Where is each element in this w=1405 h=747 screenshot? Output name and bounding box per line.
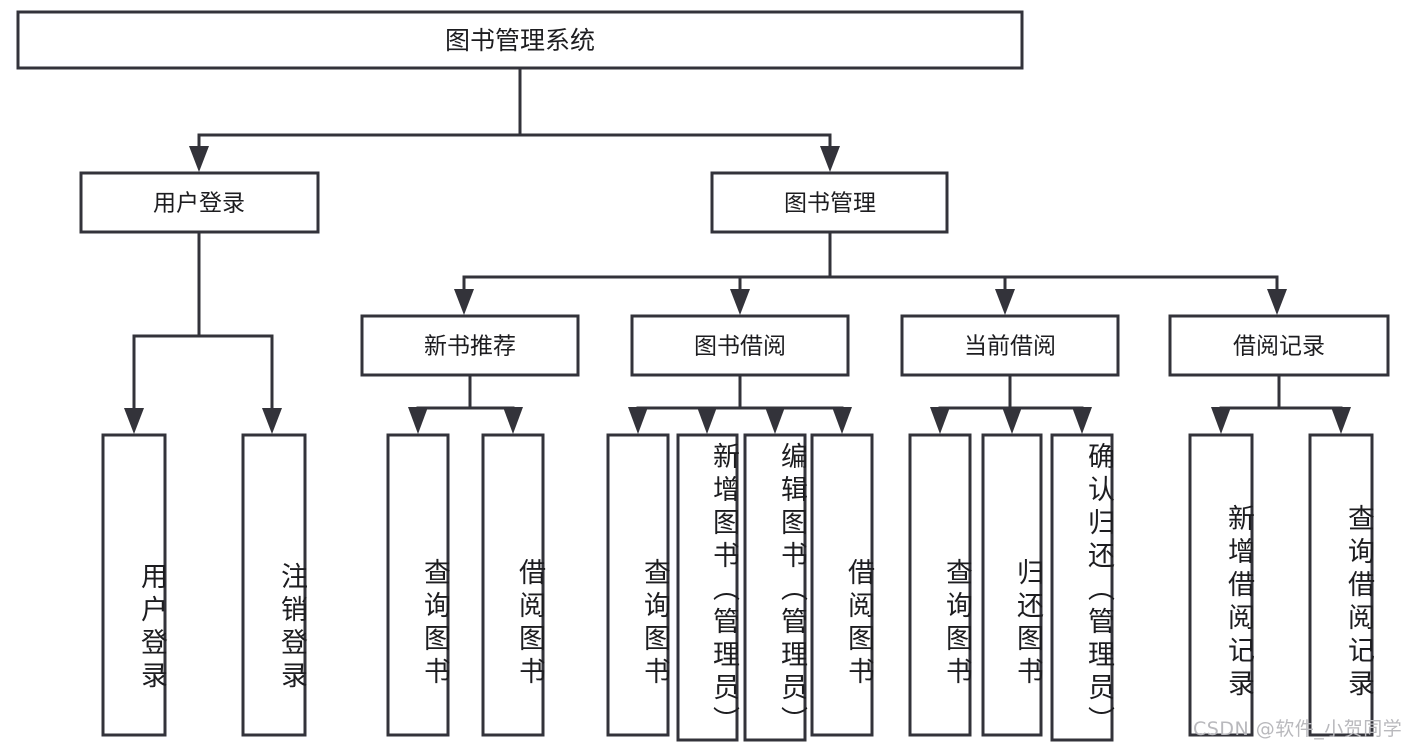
- watermark-text: CSDN @软件_小贺同学: [1193, 718, 1403, 740]
- leaf-box-query-book-2[interactable]: [606, 433, 670, 737]
- arrowhead-icon: [697, 407, 717, 434]
- node-user-login-label: 用户登录: [153, 191, 245, 217]
- node-new-book-recommend-label: 新书推荐: [424, 334, 516, 360]
- arrowhead-icon: [1211, 407, 1231, 434]
- node-book-borrow-box[interactable]: [630, 314, 850, 377]
- leaf-box-logout[interactable]: [241, 433, 307, 737]
- node-current-borrow[interactable]: 当前借阅: [900, 314, 1120, 377]
- leaf-box-borrow-book-1[interactable]: [481, 433, 545, 737]
- connector-current-to-leaves: [930, 373, 1092, 434]
- connector-borrow-to-leaves: [628, 373, 852, 434]
- arrowhead-icon: [995, 289, 1015, 315]
- arrowhead-icon: [189, 146, 209, 172]
- arrowhead-icon: [262, 408, 282, 434]
- connector-record-to-leaves: [1211, 373, 1351, 434]
- connector-root-to-level2: [189, 66, 840, 172]
- node-borrow-record-box[interactable]: [1168, 314, 1390, 377]
- arrowhead-icon: [765, 407, 785, 434]
- leaf-box-add-borrow-record[interactable]: [1188, 433, 1254, 737]
- leaf-box-user-login[interactable]: [101, 433, 167, 737]
- arrowhead-icon: [1267, 289, 1287, 315]
- connector-bookmgmt-to-level3: [454, 230, 1287, 315]
- arrowhead-icon: [832, 407, 852, 434]
- node-new-book-recommend[interactable]: 新书推荐: [360, 314, 580, 377]
- arrowhead-icon: [408, 407, 428, 434]
- node-root-box[interactable]: [16, 10, 1024, 70]
- node-book-management[interactable]: 图书管理: [710, 171, 949, 234]
- node-book-borrow[interactable]: 图书借阅: [630, 314, 850, 377]
- arrowhead-icon: [124, 408, 144, 434]
- node-user-login-box[interactable]: [79, 171, 320, 234]
- node-new-book-recommend-box[interactable]: [360, 314, 580, 377]
- leaf-box-return-book[interactable]: [981, 433, 1043, 737]
- node-book-management-box[interactable]: [710, 171, 949, 234]
- arrowhead-icon: [730, 289, 750, 315]
- node-current-borrow-label: 当前借阅: [964, 334, 1056, 360]
- leaf-box-confirm-return-admin[interactable]: [1050, 433, 1114, 742]
- leaf-box-query-book-3[interactable]: [908, 433, 972, 737]
- leaf-box-borrow-book-2[interactable]: [810, 433, 874, 737]
- leaf-box-query-borrow-record[interactable]: [1308, 433, 1374, 737]
- arrowhead-icon: [454, 289, 474, 315]
- node-book-management-label: 图书管理: [784, 191, 876, 217]
- arrowhead-icon: [930, 407, 950, 434]
- node-root[interactable]: 图书管理系统: [16, 10, 1024, 70]
- connector-userlogin-to-leaves: [124, 230, 282, 434]
- node-book-borrow-label: 图书借阅: [694, 334, 786, 360]
- arrowhead-icon: [1331, 407, 1351, 434]
- node-user-login[interactable]: 用户登录: [79, 171, 320, 234]
- leaf-box-add-book-admin[interactable]: [676, 433, 739, 742]
- arrowhead-icon: [503, 407, 523, 434]
- leaf-box-query-book-1[interactable]: [386, 433, 450, 737]
- arrowhead-icon: [1072, 407, 1092, 434]
- node-borrow-record[interactable]: 借阅记录: [1168, 314, 1390, 377]
- node-current-borrow-box[interactable]: [900, 314, 1120, 377]
- arrowhead-icon: [628, 407, 648, 434]
- leaf-box-edit-book-admin[interactable]: [743, 433, 807, 742]
- arrowhead-icon: [1002, 407, 1022, 434]
- node-borrow-record-label: 借阅记录: [1233, 334, 1325, 360]
- arrowhead-icon: [820, 146, 840, 172]
- node-root-label: 图书管理系统: [445, 26, 595, 55]
- connector-newbook-to-leaves: [408, 373, 523, 434]
